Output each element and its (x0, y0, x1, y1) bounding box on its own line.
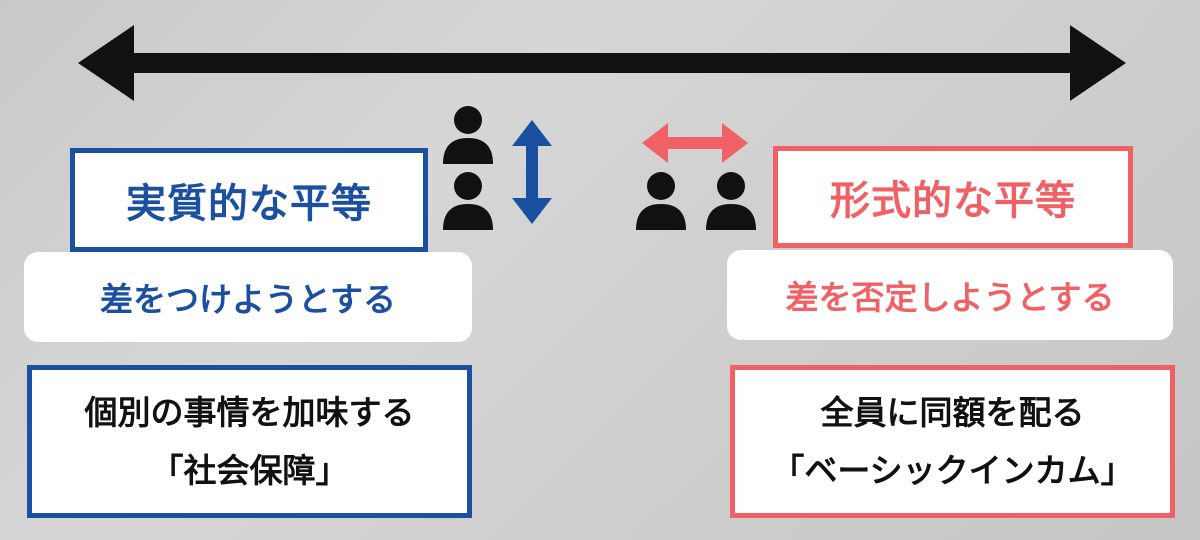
substantive-equality-title-box: 実質的な平等 (70, 148, 428, 252)
horizontal-double-arrow-icon (642, 123, 748, 163)
left-subtitle-box: 差をつけようとする (24, 252, 472, 342)
formal-equality-title: 形式的な平等 (830, 178, 1076, 224)
left-subtitle: 差をつけようとする (99, 280, 396, 319)
left-description-line1: 個別の事情を加味する (84, 392, 415, 432)
formal-equality-title-box: 形式的な平等 (773, 146, 1133, 248)
right-subtitle: 差を否定しようとする (785, 278, 1115, 317)
right-description-line2: 「ベーシックインカム」 (771, 450, 1134, 490)
left-description-line2: 「社会保障」 (150, 450, 349, 490)
right-description-box: 全員に同額を配る 「ベーシックインカム」 (730, 365, 1175, 518)
person-icon (443, 172, 493, 230)
substantive-equality-title: 実質的な平等 (126, 181, 372, 227)
person-icon (706, 172, 756, 230)
person-icon (443, 106, 493, 164)
left-description-box: 個別の事情を加味する 「社会保障」 (27, 365, 472, 518)
person-icon (636, 172, 686, 230)
vertical-double-arrow-icon (512, 120, 552, 224)
top-double-arrow-icon (78, 25, 1126, 101)
right-subtitle-box: 差を否定しようとする (727, 250, 1173, 340)
right-description-line1: 全員に同額を配る (820, 392, 1085, 432)
